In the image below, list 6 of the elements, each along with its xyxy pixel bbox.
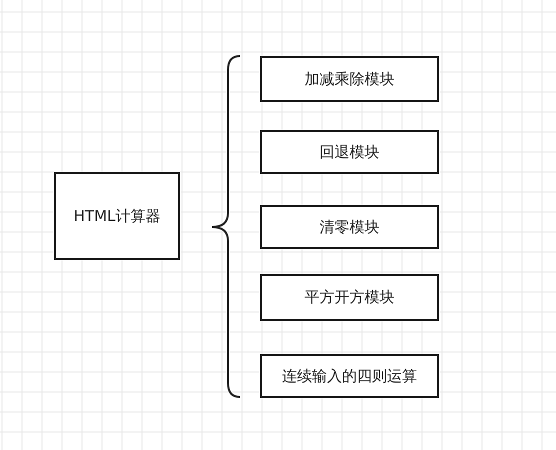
module-box: 连续输入的四则运算 — [260, 354, 439, 398]
module-box: 平方开方模块 — [260, 274, 439, 321]
module-box: 回退模块 — [260, 130, 439, 174]
module-box: 加减乘除模块 — [260, 56, 439, 102]
module-box: 清零模块 — [260, 205, 439, 249]
root-box: HTML计算器 — [54, 172, 180, 260]
